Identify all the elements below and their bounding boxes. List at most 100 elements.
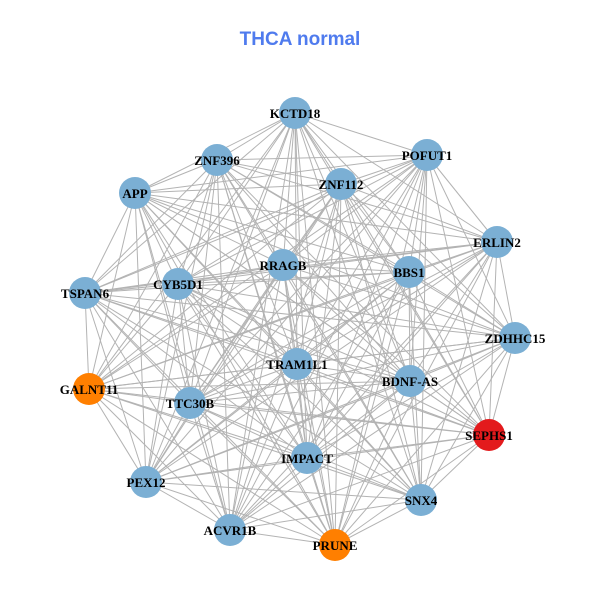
node-galnt11[interactable]: GALNT11: [60, 373, 119, 405]
node-erlin2[interactable]: ERLIN2: [473, 226, 521, 258]
node-prune[interactable]: PRUNE: [313, 529, 358, 561]
node-tram1l1[interactable]: TRAM1L1: [266, 348, 328, 380]
edge-CYB5D1-ZDHHC15: [177, 283, 516, 339]
edge-POFUT1-APP: [134, 154, 428, 194]
edge-APP-ACVR1B: [134, 192, 231, 531]
node-circle[interactable]: [174, 387, 206, 419]
node-label: SNX4: [405, 493, 438, 508]
edge-TRAM1L1-GALNT11: [88, 363, 298, 390]
edge-TSPAN6-PEX12: [84, 292, 147, 483]
node-circle[interactable]: [267, 249, 299, 281]
node-circle[interactable]: [473, 419, 505, 451]
node-circle[interactable]: [214, 514, 246, 546]
edge-ZDHHC15-TTC30B: [189, 337, 516, 404]
node-circle[interactable]: [393, 256, 425, 288]
edge-BDNF-AS-SNX4: [409, 380, 422, 501]
node-circle[interactable]: [325, 168, 357, 200]
edge-ZNF396-ERLIN2: [216, 159, 498, 243]
edge-TRAM1L1-SNX4: [296, 363, 422, 501]
node-circle[interactable]: [411, 139, 443, 171]
node-label: ACVR1B: [204, 523, 257, 538]
edge-BBS1-ACVR1B: [229, 271, 410, 531]
node-circle[interactable]: [319, 529, 351, 561]
node-pex12[interactable]: PEX12: [127, 466, 166, 498]
edge-PEX12-ACVR1B: [145, 481, 231, 531]
node-snx4[interactable]: SNX4: [405, 484, 438, 516]
edge-ZNF396-ZDHHC15: [216, 159, 516, 339]
node-kctd18[interactable]: KCTD18: [270, 97, 321, 129]
edge-APP-TTC30B: [134, 192, 191, 404]
node-circle[interactable]: [201, 144, 233, 176]
edge-ZNF396-GALNT11: [88, 159, 218, 390]
node-impact[interactable]: IMPACT: [281, 442, 333, 474]
node-bbs1[interactable]: BBS1: [393, 256, 425, 288]
edge-GALNT11-SEPHS1: [88, 388, 490, 436]
node-znf112[interactable]: ZNF112: [319, 168, 364, 200]
node-sephs1[interactable]: SEPHS1: [465, 419, 513, 451]
node-circle[interactable]: [162, 268, 194, 300]
edge-TRAM1L1-TTC30B: [189, 363, 298, 404]
node-circle[interactable]: [69, 277, 101, 309]
edge-IMPACT-PEX12: [145, 457, 308, 483]
edge-POFUT1-SNX4: [420, 154, 428, 501]
node-label: ZDHHC15: [485, 331, 546, 346]
edge-TRAM1L1-PEX12: [145, 363, 298, 483]
edge-APP-PEX12: [134, 192, 147, 483]
node-label: GALNT11: [60, 382, 119, 397]
edge-BBS1-SEPHS1: [408, 271, 490, 436]
node-cyb5d1[interactable]: CYB5D1: [153, 268, 203, 300]
node-circle[interactable]: [405, 484, 437, 516]
node-circle[interactable]: [291, 442, 323, 474]
node-circle[interactable]: [481, 226, 513, 258]
edge-KCTD18-SEPHS1: [294, 112, 490, 436]
edge-ERLIN2-TRAM1L1: [296, 241, 498, 365]
node-zdhhc15[interactable]: ZDHHC15: [485, 322, 546, 354]
edge-SNX4-PRUNE: [334, 499, 422, 546]
edge-CYB5D1-TRAM1L1: [177, 283, 298, 365]
edge-KCTD18-ZDHHC15: [294, 112, 516, 339]
node-circle[interactable]: [130, 466, 162, 498]
edge-ERLIN2-RRAGB: [282, 241, 498, 266]
node-ttc30b[interactable]: TTC30B: [166, 387, 215, 419]
edge-POFUT1-TSPAN6: [84, 154, 428, 294]
edge-CYB5D1-TTC30B: [177, 283, 191, 404]
node-pofut1[interactable]: POFUT1: [402, 139, 453, 171]
edge-ERLIN2-SNX4: [420, 241, 498, 501]
edge-BBS1-PEX12: [145, 271, 410, 483]
node-bdnf-as[interactable]: BDNF-AS: [382, 365, 438, 397]
edge-GALNT11-PEX12: [88, 388, 147, 483]
node-circle[interactable]: [73, 373, 105, 405]
edge-GALNT11-PRUNE: [88, 388, 336, 546]
node-rragb[interactable]: RRAGB: [260, 249, 307, 281]
edge-ERLIN2-SEPHS1: [488, 241, 498, 436]
node-label: IMPACT: [281, 451, 333, 466]
node-circle[interactable]: [281, 348, 313, 380]
edge-RRAGB-ACVR1B: [229, 264, 284, 531]
edge-KCTD18-CYB5D1: [177, 112, 296, 285]
node-tspan6[interactable]: TSPAN6: [61, 277, 110, 309]
edge-TTC30B-SEPHS1: [189, 402, 490, 436]
edge-ERLIN2-BDNF-AS: [409, 241, 498, 382]
node-circle[interactable]: [119, 177, 151, 209]
edge-ZNF112-TSPAN6: [84, 183, 342, 294]
node-circle[interactable]: [394, 365, 426, 397]
node-label: BDNF-AS: [382, 374, 438, 389]
edge-ZNF112-SNX4: [340, 183, 422, 501]
edge-APP-CYB5D1: [134, 192, 179, 285]
node-label: POFUT1: [402, 148, 453, 163]
node-label: ERLIN2: [473, 235, 521, 250]
edge-ERLIN2-ZDHHC15: [496, 241, 516, 339]
node-label: ZNF112: [319, 177, 364, 192]
node-circle[interactable]: [279, 97, 311, 129]
node-znf396[interactable]: ZNF396: [194, 144, 240, 176]
edge-TTC30B-IMPACT: [189, 402, 308, 459]
edge-GALNT11-ACVR1B: [88, 388, 231, 531]
edge-TRAM1L1-SEPHS1: [296, 363, 490, 436]
edge-TSPAN6-BDNF-AS: [84, 292, 411, 382]
edge-ZNF396-TRAM1L1: [216, 159, 298, 365]
figure-title: THCA normal: [239, 29, 361, 50]
node-app[interactable]: APP: [119, 177, 151, 209]
node-circle[interactable]: [499, 322, 531, 354]
node-acvr1b[interactable]: ACVR1B: [204, 514, 257, 546]
